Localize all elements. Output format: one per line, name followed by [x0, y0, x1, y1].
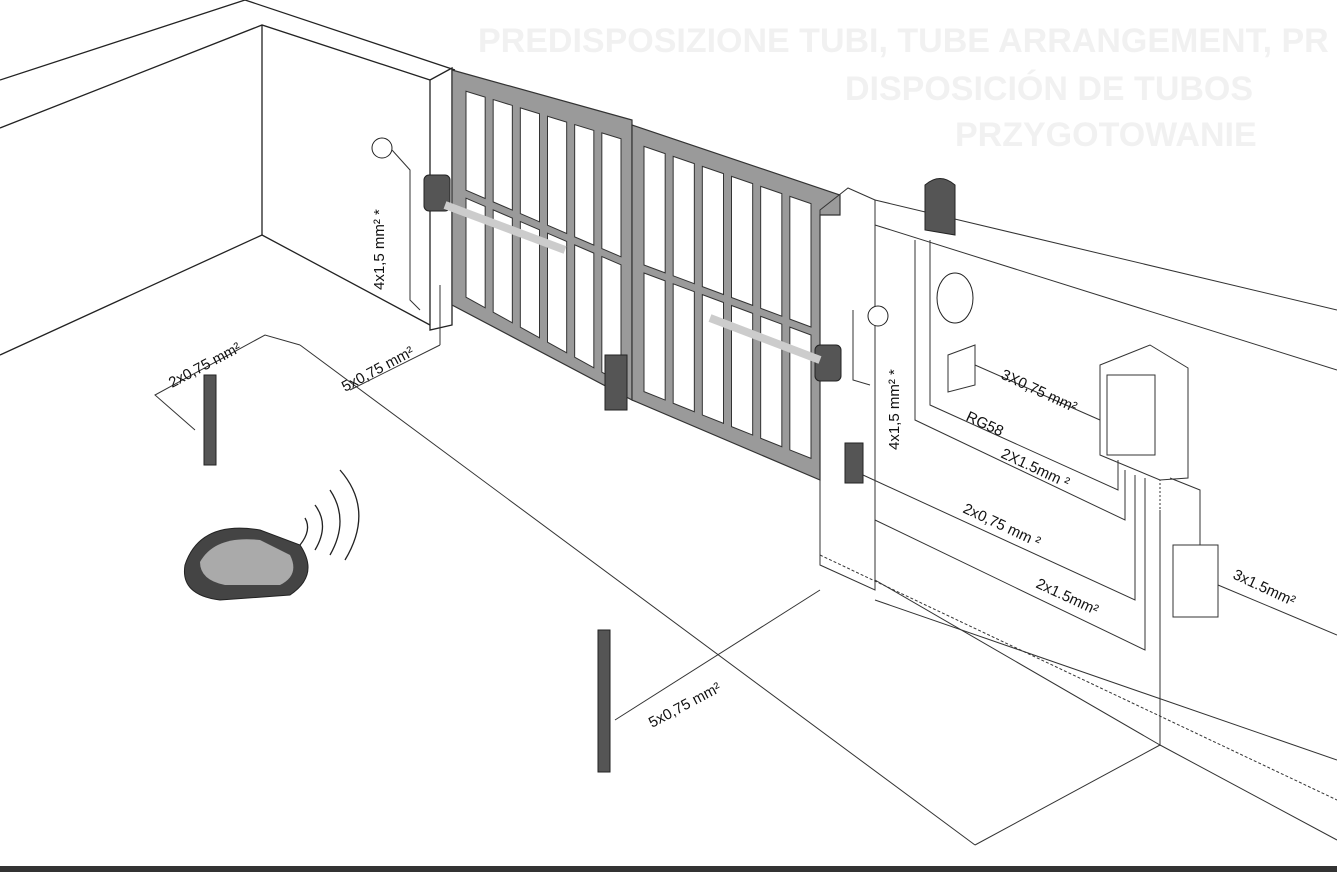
- gate-pane: [547, 115, 568, 235]
- gate-pane: [731, 175, 754, 307]
- cable-runs: [391, 149, 1337, 651]
- motor-left: [423, 174, 567, 254]
- gate-pane: [492, 209, 513, 324]
- mains-switch: [1172, 544, 1219, 618]
- cable-label-selector: 3X0,75 mm²: [998, 366, 1079, 416]
- cable-label-front-photocell: 5x0,75 mm²: [646, 679, 724, 731]
- remote-control: [183, 527, 309, 601]
- gate-pane: [574, 123, 595, 246]
- cable-label-antenna: RG58: [963, 408, 1006, 440]
- watermark-line-1: PREDISPOSIZIONE TUBI, TUBE ARRANGEMENT, …: [478, 22, 1329, 60]
- cable-label-left-motor: 4x1,5 mm² *: [371, 209, 388, 290]
- bottom-border: [0, 866, 1337, 872]
- gate-pane: [760, 315, 783, 448]
- gate-pane: [574, 244, 595, 369]
- control-unit: [1099, 344, 1189, 481]
- ground-lines: [154, 285, 1337, 846]
- photocell-posts: [203, 354, 864, 773]
- antenna-and-selector: [936, 272, 976, 393]
- gate-pane: [789, 326, 812, 460]
- watermark-line-3: PRZYGOTOWANIE: [955, 116, 1257, 154]
- gate-pane: [701, 293, 724, 425]
- gate-pane: [643, 272, 666, 401]
- motor-right: [708, 314, 842, 382]
- watermark-line-2: DISPOSICIÓN DE TUBOS: [845, 70, 1253, 108]
- gate-pane: [492, 98, 513, 211]
- flashing-lamp: [924, 178, 956, 236]
- gate-pane: [465, 197, 486, 309]
- gate-pane: [672, 283, 695, 413]
- gate-pane: [519, 220, 540, 339]
- cable-label-right-motor: 4x1,5 mm² *: [886, 369, 903, 450]
- gate-left-leaf: [451, 69, 633, 401]
- gate-pane: [465, 90, 486, 200]
- gate-pane: [672, 155, 695, 285]
- cable-label-left-gate-run: 5x0,75 mm²: [339, 343, 417, 395]
- radio-waves: [299, 469, 360, 561]
- gate-pane: [789, 195, 812, 328]
- gate-pane: [519, 107, 540, 223]
- left-wall: [0, 0, 456, 356]
- gate-pane: [760, 185, 783, 317]
- gate-pane: [601, 132, 622, 258]
- junction-boxes: [371, 137, 889, 327]
- gate-pane: [547, 232, 568, 354]
- gate-right-leaf: [631, 124, 841, 481]
- gate-pane: [701, 165, 724, 296]
- watermark-title: PREDISPOSIZIONE TUBI, TUBE ARRANGEMENT, …: [478, 22, 1329, 154]
- gate-pane: [731, 304, 754, 436]
- cable-label-mains: 3x1.5mm²: [1230, 566, 1298, 610]
- gate-pane: [643, 145, 666, 274]
